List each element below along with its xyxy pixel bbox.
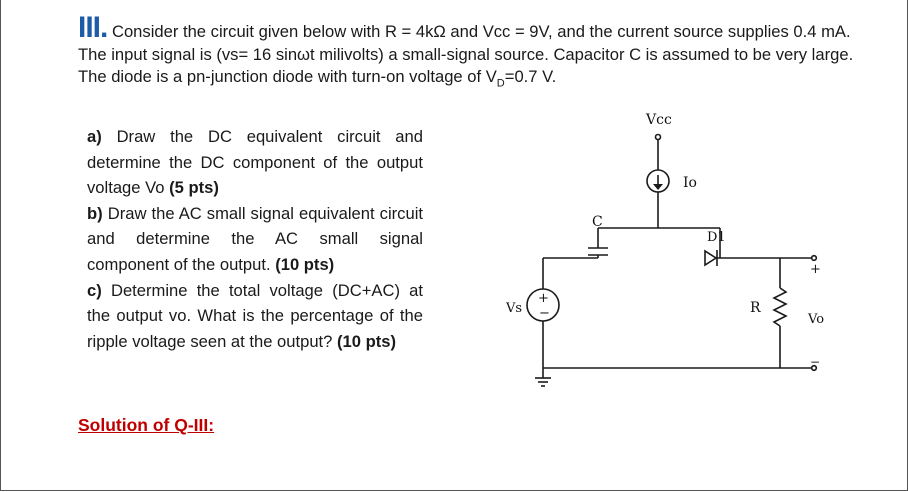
vs-minus-sign: − <box>539 306 550 321</box>
part-b-label: b) <box>87 203 103 223</box>
vo-plus-sign: + <box>810 262 821 277</box>
part-a: a) Draw the DC equivalent circuit and de… <box>87 124 423 201</box>
part-a-points: (5 pts) <box>169 178 219 198</box>
vs-label: Vs <box>505 301 522 316</box>
question-number: III. <box>78 11 108 44</box>
resistor-label: R <box>750 300 761 316</box>
question-intro: Consider the circuit given below with R … <box>78 22 854 86</box>
part-a-text: Draw the DC equivalent circuit and deter… <box>87 127 423 198</box>
vo-minus-sign: − <box>810 355 820 369</box>
part-a-label: a) <box>87 127 102 146</box>
diode-subscript: D <box>496 77 505 90</box>
part-c-text: Determine the total voltage (DC+AC) at t… <box>87 280 423 351</box>
question-statement: III. Consider the circuit given below wi… <box>78 13 858 95</box>
io-label: Io <box>683 175 697 191</box>
part-c: c) Determine the total voltage (DC+AC) a… <box>87 278 423 355</box>
vs-plus-sign: + <box>538 291 549 306</box>
output-minus-terminal <box>810 364 818 372</box>
part-b-text: Draw the AC small signal equivalent circ… <box>87 203 423 274</box>
current-arrowhead-icon <box>653 184 663 190</box>
capacitor-label: C <box>592 214 603 230</box>
vo-label: Vo <box>807 312 824 327</box>
question-parts: a) Draw the DC equivalent circuit and de… <box>87 124 423 354</box>
diode-symbol <box>704 249 718 267</box>
vcc-terminal <box>654 133 662 141</box>
solution-heading: Solution of Q-III: <box>78 415 215 435</box>
part-c-points: (10 pts) <box>337 331 397 351</box>
diode-label: D1 <box>707 230 726 245</box>
part-b-points: (10 pts) <box>275 254 335 274</box>
vcc-label: Vcc <box>645 112 672 128</box>
question-intro-end: =0.7 V. <box>504 67 557 86</box>
output-plus-terminal <box>810 254 818 262</box>
resistor-zigzag <box>772 287 788 327</box>
part-c-label: c) <box>87 280 102 300</box>
part-b: b) Draw the AC small signal equivalent c… <box>87 201 423 278</box>
